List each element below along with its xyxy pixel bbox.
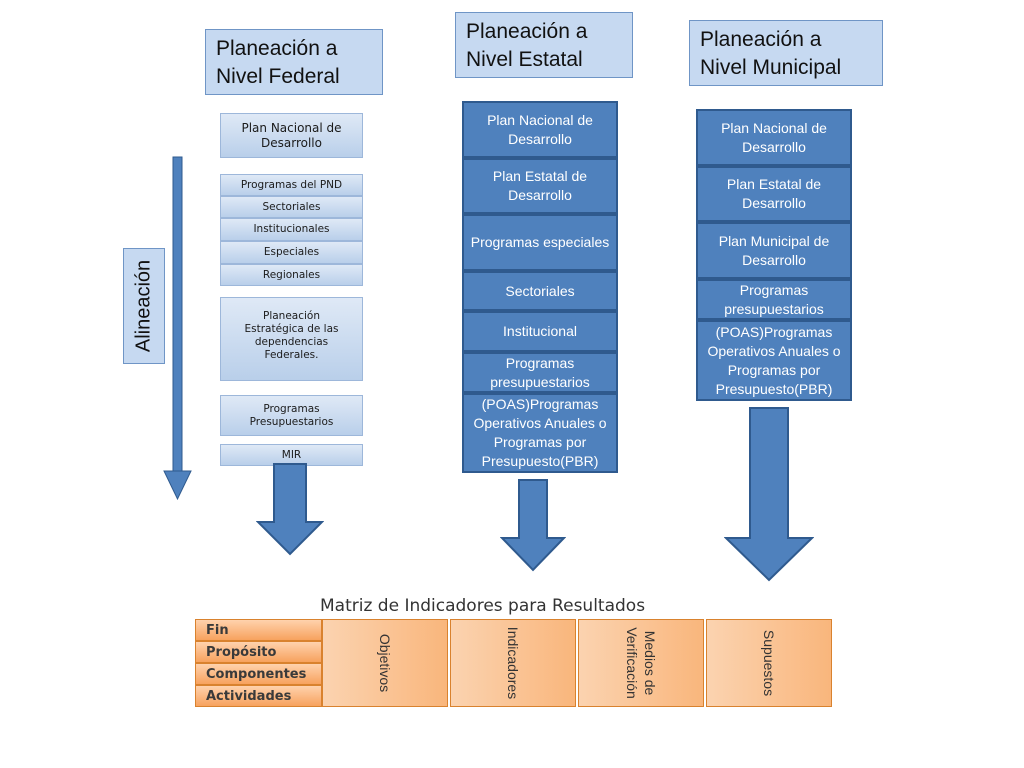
estatal-poas: (POAS)Programas Operativos Anuales o Pro…	[462, 393, 618, 473]
federal-down-arrow	[256, 463, 324, 556]
estatal-institucional: Institucional	[462, 311, 618, 352]
municipal-down-arrow	[724, 407, 814, 582]
estatal-sectoriales: Sectoriales	[462, 271, 618, 311]
matriz-title: Matriz de Indicadores para Resultados	[320, 596, 646, 616]
federal-programas-pnd: Programas del PND	[220, 174, 363, 196]
municipal-plan-nacional: Plan Nacional de Desarrollo	[696, 109, 852, 166]
federal-regionales: Regionales	[220, 264, 363, 286]
matriz-col-indicadores: Indicadores	[450, 619, 576, 707]
matriz-col-supuestos: Supuestos	[706, 619, 832, 707]
matriz-row-componentes: Componentes	[195, 663, 322, 685]
municipal-plan-estatal: Plan Estatal de Desarrollo	[696, 166, 852, 222]
estatal-plan-nacional: Plan Nacional de Desarrollo	[462, 101, 618, 158]
matriz-col-medios: Medios de Verificación	[578, 619, 704, 707]
matriz-col-indicadores-label: Indicadores	[505, 626, 521, 700]
federal-planeacion-estrategica: Planeación Estratégica de las dependenci…	[220, 297, 363, 381]
federal-programas-presupuestarios: Programas Presupuestarios	[220, 395, 363, 436]
alineacion-label: Alineación	[132, 259, 155, 353]
estatal-plan-estatal: Plan Estatal de Desarrollo	[462, 158, 618, 214]
federal-especiales: Especiales	[220, 241, 363, 264]
estatal-programas-especiales: Programas especiales	[462, 214, 618, 271]
header-federal: Planeación a Nivel Federal	[205, 29, 383, 95]
federal-institucionales: Institucionales	[220, 218, 363, 241]
federal-plan-nacional: Plan Nacional de Desarrollo	[220, 113, 363, 158]
federal-sectoriales: Sectoriales	[220, 196, 363, 218]
alineacion-arrow	[163, 156, 192, 501]
municipal-plan-municipal: Plan Municipal de Desarrollo	[696, 222, 852, 279]
matriz-row-proposito: Propósito	[195, 641, 322, 663]
municipal-poas: (POAS)Programas Operativos Anuales o Pro…	[696, 320, 852, 401]
header-municipal: Planeación a Nivel Municipal	[689, 20, 883, 86]
matriz-row-actividades: Actividades	[195, 685, 322, 707]
municipal-programas-presupuestarios: Programas presupuestarios	[696, 279, 852, 320]
matriz-col-objetivos-label: Objetivos	[377, 633, 393, 693]
matriz-col-objetivos: Objetivos	[322, 619, 448, 707]
matriz-col-supuestos-label: Supuestos	[761, 629, 777, 697]
alineacion-box: Alineación	[123, 248, 165, 364]
estatal-down-arrow	[500, 479, 566, 572]
matriz-col-medios-label: Medios de Verificación	[624, 627, 658, 699]
header-estatal: Planeación a Nivel Estatal	[455, 12, 633, 78]
matriz-row-fin: Fin	[195, 619, 322, 641]
estatal-programas-presupuestarios: Programas presupuestarios	[462, 352, 618, 393]
